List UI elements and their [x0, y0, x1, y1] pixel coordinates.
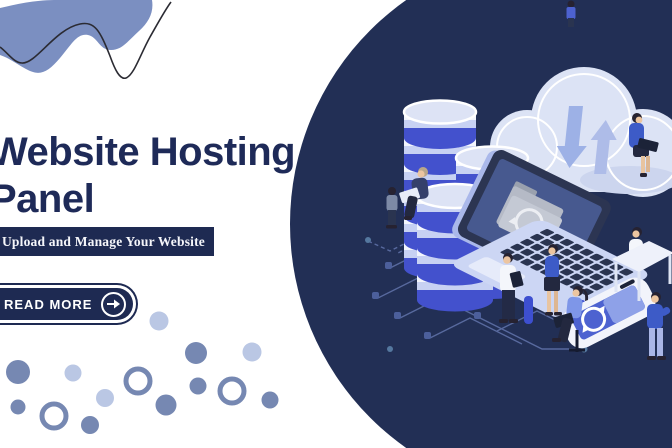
subtitle-text: How to Upload and Manage Your Website	[0, 233, 205, 249]
upload-arrow-icon	[590, 120, 617, 174]
arrow-right-circle-icon[interactable]	[101, 291, 127, 317]
person-beside-servers	[386, 187, 398, 229]
smartphone-icon	[561, 277, 656, 349]
page-title: Website Hosting Panel	[0, 129, 330, 223]
person-blue-top	[544, 244, 562, 316]
person-sitting-on-cloud	[629, 113, 659, 177]
title-line-1: Website Hosting	[0, 129, 296, 174]
person-blue-tshirt	[647, 292, 671, 360]
decorative-dots	[6, 311, 279, 434]
dots-filled-medium	[6, 342, 279, 434]
read-more-label: READ MORE	[4, 296, 93, 312]
dots-filled-light	[64, 311, 262, 407]
squiggle-line	[0, 1, 172, 79]
person-sitting-on-server	[399, 167, 429, 220]
subtitle-bar: How to Upload and Manage Your Website	[0, 227, 214, 256]
sync-icon	[581, 305, 607, 333]
person-sitting-on-phone	[552, 286, 589, 352]
read-more-button[interactable]: READ MORE	[0, 283, 139, 325]
title-line-2: Panel	[0, 176, 95, 221]
dots-rings	[39, 366, 247, 431]
corner-blob-decoration	[0, 0, 172, 79]
person-white-shirt	[499, 253, 524, 323]
workspace-desk	[612, 227, 672, 301]
download-arrow-icon	[556, 106, 587, 168]
person-on-cloud-top	[566, 0, 576, 27]
